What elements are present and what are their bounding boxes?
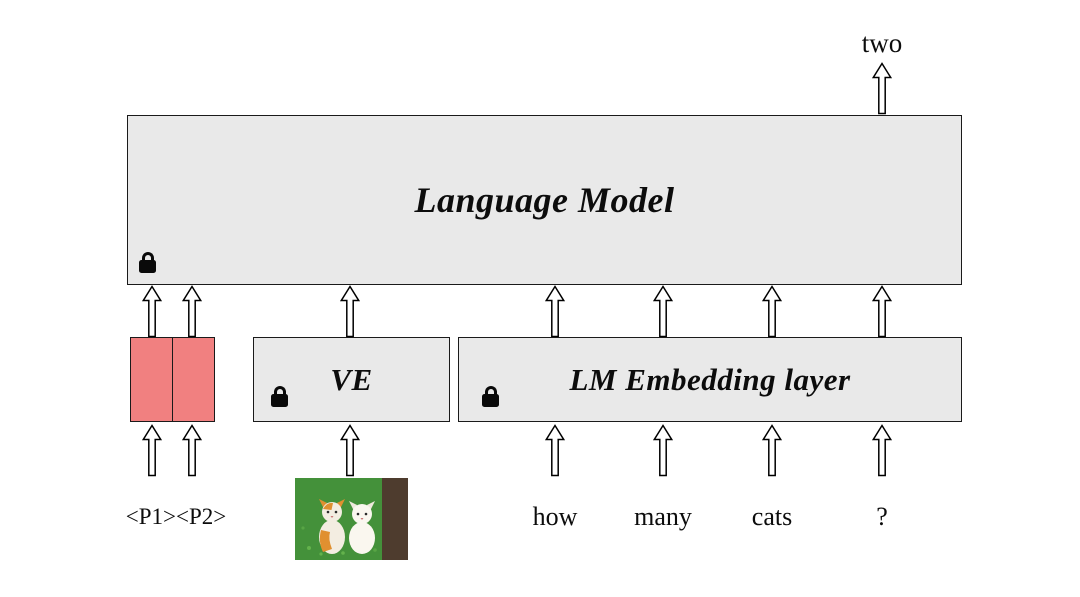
prompt-token-p1	[130, 337, 173, 422]
up-arrow-icon	[340, 285, 360, 338]
prompt-token-p2	[171, 337, 215, 422]
prompt-input-label: <P1><P2>	[125, 504, 227, 529]
up-arrow-icon	[762, 285, 782, 338]
vision-encoder-label: VE	[330, 361, 373, 397]
lm-embedding-label: LM Embedding layer	[569, 361, 851, 397]
up-arrow-icon	[142, 285, 162, 338]
up-arrow-icon	[182, 424, 202, 477]
up-arrow-icon	[872, 62, 892, 115]
up-arrow-icon	[872, 424, 892, 477]
two-cats-photo	[295, 478, 408, 560]
vision-encoder-box: VE	[253, 337, 450, 422]
lock-icon	[139, 252, 156, 273]
lock-icon	[271, 386, 288, 407]
up-arrow-icon	[653, 424, 673, 477]
up-arrow-icon	[142, 424, 162, 477]
language-model-label: Language Model	[414, 180, 675, 220]
up-arrow-icon	[182, 285, 202, 338]
up-arrow-icon	[545, 424, 565, 477]
lm-embedding-box: LM Embedding layer	[458, 337, 962, 422]
input-word: many	[634, 502, 692, 531]
input-word: how	[532, 502, 578, 531]
language-model-box: Language Model	[127, 115, 962, 285]
input-word: ?	[876, 502, 888, 531]
up-arrow-icon	[872, 285, 892, 338]
lock-icon	[482, 386, 499, 407]
up-arrow-icon	[762, 424, 782, 477]
input-word: cats	[751, 502, 793, 531]
output-label: two	[861, 28, 903, 58]
up-arrow-icon	[653, 285, 673, 338]
up-arrow-icon	[340, 424, 360, 477]
up-arrow-icon	[545, 285, 565, 338]
